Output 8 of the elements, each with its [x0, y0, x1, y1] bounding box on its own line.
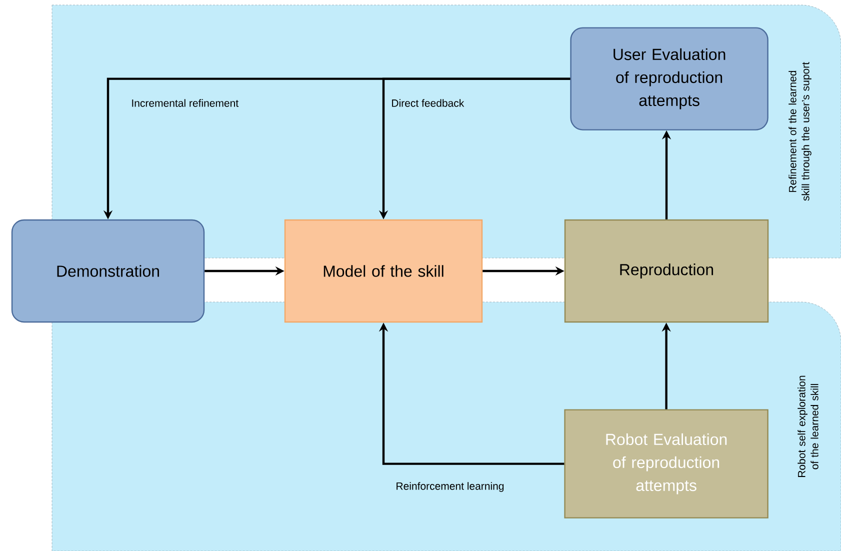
process-box: Reproduction — [564, 219, 769, 323]
process-box: Demonstration — [11, 219, 205, 323]
process-box: Model of the skill — [284, 219, 483, 323]
process-box: Robot Evaluation of reproduction attempts — [564, 409, 768, 518]
edge-label: Direct feedback — [392, 99, 464, 107]
process-box: User Evaluation of reproduction attempts — [570, 27, 768, 130]
edge-label: Incremental refinement — [132, 99, 238, 107]
edge-label: Reinforcement learning — [396, 482, 504, 492]
